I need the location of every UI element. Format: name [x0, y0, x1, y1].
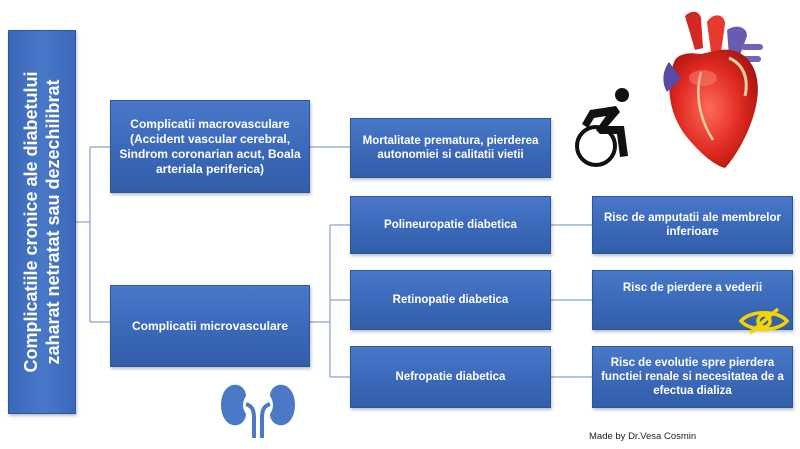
amputation-risk-label: Risc de amputatii ale membrelor inferioa… [603, 212, 782, 238]
nefropatie-box: Nefropatie diabetica [350, 346, 551, 408]
retinopatie-box: Retinopatie diabetica [350, 270, 551, 330]
amputation-risk-box: Risc de amputatii ale membrelor inferioa… [592, 196, 793, 254]
macro-outcome-box: Mortalitate prematura, pierderea autonom… [350, 118, 551, 178]
macro-outcome-label: Mortalitate prematura, pierderea autonom… [362, 135, 539, 161]
renal-failure-box: Risc de evolutie spre pierdera functiei … [592, 346, 793, 408]
root-title-line1: Complicatiile cronice ale diabetului [21, 71, 41, 373]
kidneys-icon [221, 384, 295, 438]
microvascular-label: Complicatii microvasculare [131, 319, 289, 333]
vision-loss-label: Risc de pierdere a vederii [622, 282, 763, 294]
heart-icon [663, 11, 763, 168]
retinopatie-label: Retinopatie diabetica [392, 294, 509, 306]
macrovascular-label: Complicatii macrovasculare (Accident vas… [119, 116, 301, 176]
root-title-line2: zaharat netratat sau dezechilibrat [43, 79, 63, 365]
root-box [8, 30, 76, 414]
macrovascular-box: Complicatii macrovasculare (Accident vas… [110, 100, 310, 193]
polineuropatie-box: Polineuropatie diabetica [350, 196, 551, 254]
root-title: Complicatiile cronice ale diabetului zah… [20, 30, 64, 414]
author-credit: Made by Dr.Vesa Cosmin [589, 431, 697, 442]
nefropatie-label: Nefropatie diabetica [395, 371, 506, 383]
renal-failure-label: Risc de evolutie spre pierdera functiei … [601, 357, 784, 397]
microvascular-box: Complicatii microvasculare [110, 285, 310, 367]
wheelchair-icon [575, 88, 629, 167]
crossed-eye-icon [738, 307, 790, 335]
polineuropatie-label: Polineuropatie diabetica [384, 219, 517, 231]
